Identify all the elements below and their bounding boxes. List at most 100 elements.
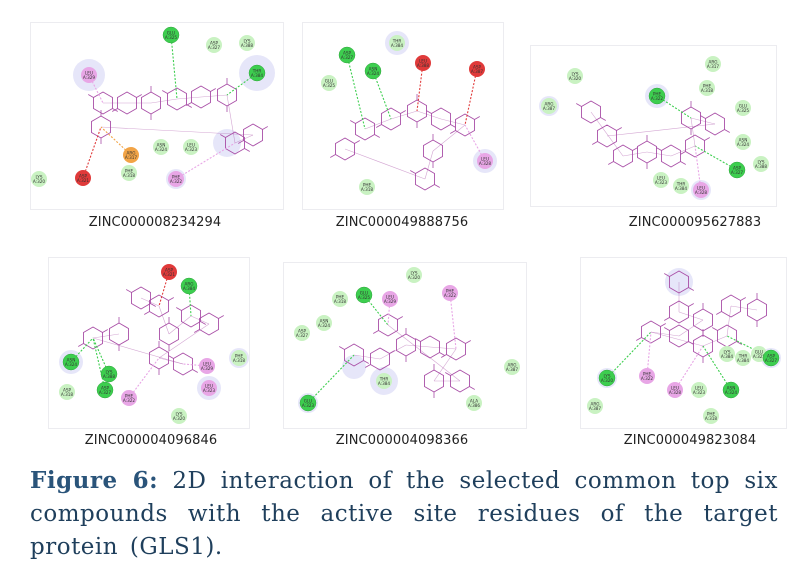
residue-number: A:318 xyxy=(334,299,347,304)
ligand-ring xyxy=(721,294,741,318)
ligand-bond xyxy=(150,98,178,104)
ligand-bond xyxy=(350,120,356,124)
ligand-bond xyxy=(592,141,598,145)
residue-name: ASN xyxy=(320,318,329,323)
ligand-bond xyxy=(226,94,236,144)
residue-disc xyxy=(541,98,557,114)
figure-caption-text: 2D interaction of the selected common to… xyxy=(30,468,779,560)
interaction-line xyxy=(363,294,389,326)
residue-disc xyxy=(648,87,666,105)
ligand-bond xyxy=(112,108,118,112)
compound-id-4: ZINC000004096846 xyxy=(84,433,218,448)
interaction-line xyxy=(702,345,732,391)
residue-number: A:327 xyxy=(296,333,309,338)
residue-disc xyxy=(96,381,114,399)
ligand-bond xyxy=(439,352,445,356)
interaction-line xyxy=(372,70,392,120)
residue-disc xyxy=(469,61,485,77)
residue-name: PHE xyxy=(235,353,244,358)
residue-name: PHE xyxy=(703,83,712,88)
compound-id-3: ZINC000095627883 xyxy=(628,215,762,230)
residue-number: A:322 xyxy=(641,376,654,381)
ligand-bond xyxy=(353,354,381,360)
ligand-ring xyxy=(705,112,725,136)
compound-id-6: ZINC000049823084 xyxy=(623,433,757,448)
ligand-ring xyxy=(669,324,689,348)
ligand-bond xyxy=(262,126,268,130)
residue-name: ALA xyxy=(470,398,478,403)
residue-disc xyxy=(364,62,382,80)
residue-number: A:318 xyxy=(123,173,136,178)
residue-disc xyxy=(719,346,735,362)
residue-name: ARG xyxy=(126,150,135,155)
ligand-bond xyxy=(387,324,461,382)
residue-name: LYS xyxy=(758,159,765,164)
ligand-bond xyxy=(218,315,224,319)
ligand-bond xyxy=(192,369,198,373)
residue-name: LYS xyxy=(244,38,251,43)
interaction-line xyxy=(82,126,102,179)
residue-disc xyxy=(121,165,137,181)
residue-name: THR xyxy=(392,38,402,43)
ligand-bond xyxy=(726,305,732,337)
ligand-bond xyxy=(730,305,758,311)
residue-disc xyxy=(442,285,458,301)
residue-disc xyxy=(389,35,405,51)
ligand-bond xyxy=(100,126,254,136)
ligand-bond xyxy=(616,127,622,131)
residue-name: LEU xyxy=(695,385,703,390)
ligand-bond xyxy=(416,110,442,120)
ligand-bond xyxy=(363,360,369,364)
residue-number: A:329 xyxy=(201,366,214,371)
ligand-bond xyxy=(433,348,457,382)
ligand-bond xyxy=(606,123,716,137)
ligand-bond xyxy=(365,364,371,368)
interaction-diagram-4: ASPA:321ARGA:384ASNA:324LYSA:388ASPA:327… xyxy=(59,264,249,424)
ligand-bond xyxy=(664,327,670,331)
residue-name: LYS xyxy=(176,411,183,416)
compound-id-2: ZINC000049888756 xyxy=(335,215,469,230)
ligand-bond xyxy=(379,344,407,360)
ligand-bond xyxy=(200,321,206,325)
ligand-bond xyxy=(176,96,202,100)
residue-number: A:327 xyxy=(341,55,354,60)
residue-name: ASP xyxy=(101,385,110,390)
ligand-ring xyxy=(661,144,681,168)
ligand-bond xyxy=(158,305,170,335)
ligand-bond xyxy=(339,346,345,350)
residue-disc xyxy=(504,359,520,375)
residue-disc xyxy=(722,381,740,399)
ligand-bond xyxy=(650,331,680,337)
interaction-line xyxy=(416,62,424,112)
interaction-line xyxy=(307,354,355,404)
residue-number: A:325 xyxy=(737,108,750,113)
residue-name: ASP xyxy=(473,64,482,69)
ligand-ring xyxy=(355,117,375,141)
residue-disc xyxy=(316,315,332,331)
residue-disc xyxy=(699,80,715,96)
residue-number: A:318 xyxy=(705,416,718,421)
residue-name: PHE xyxy=(643,371,652,376)
residue-number: A:384 xyxy=(737,358,750,363)
ligand-ring xyxy=(335,137,355,161)
ligand-ring xyxy=(415,167,435,191)
ligand-bond xyxy=(736,341,742,345)
residue-number: A:384 xyxy=(675,186,688,191)
ligand-bond xyxy=(690,117,716,125)
